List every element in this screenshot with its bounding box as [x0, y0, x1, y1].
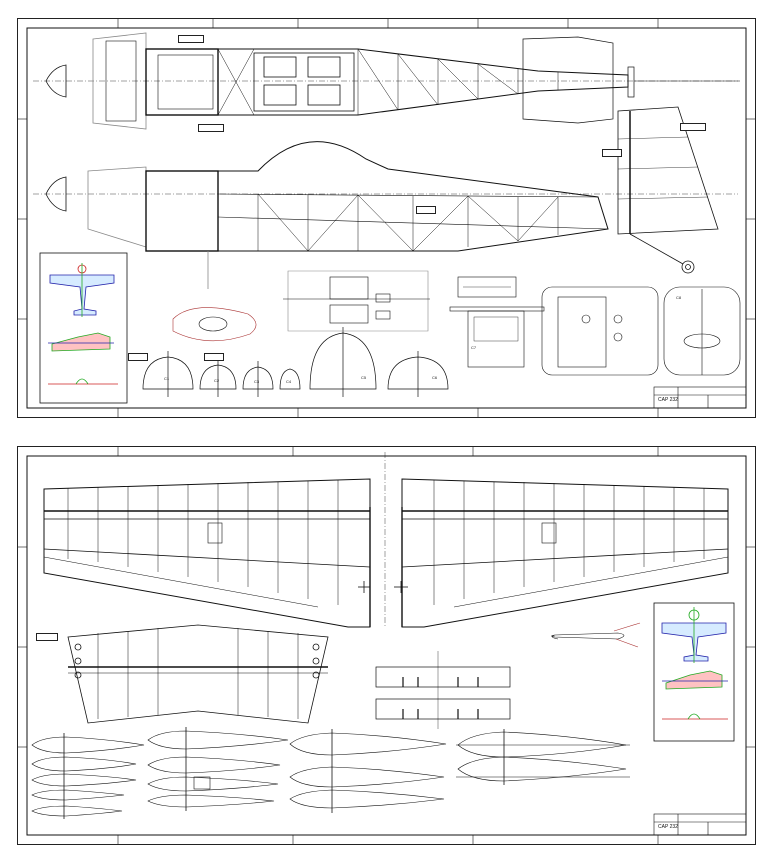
wing-panel-right: [369, 478, 729, 628]
callout-tag: [178, 35, 204, 43]
callout-tag: [198, 124, 224, 132]
callout-tag: [602, 149, 622, 157]
fuselage-side-view: [33, 106, 738, 289]
former-label-c6: C6: [432, 375, 438, 380]
wing-drawing: [18, 447, 755, 844]
former-label-c1: C1: [164, 376, 170, 381]
cowl-plan: [283, 270, 430, 332]
airfoil-ribs: [31, 727, 630, 819]
horizontal-stabilizer: [67, 624, 329, 724]
fuselage-top-view: [33, 32, 740, 130]
former-label-c4: C4: [286, 379, 292, 384]
title-block-code: CAP 232: [658, 397, 678, 403]
callout-tag: [204, 353, 224, 361]
title-block-frame: [653, 813, 747, 836]
wing-fairing: [551, 632, 625, 640]
wing-panel-left: [43, 478, 371, 628]
callout-tag: [128, 353, 148, 361]
callout-tag: [416, 206, 436, 214]
firewall-parts: [449, 276, 741, 376]
aircraft-3-view-inset: [39, 252, 128, 404]
fuselage-drawing: [18, 19, 755, 417]
callout-tag: [36, 633, 58, 641]
wheel-pant: [172, 307, 257, 342]
former-label-c7: C7: [471, 345, 477, 350]
title-block-code: CAP 232: [658, 824, 678, 830]
callout-tag: [680, 123, 706, 131]
aircraft-3-view-inset: [653, 602, 735, 742]
spar-details: [375, 651, 511, 729]
former-label-c2: C2: [214, 378, 220, 383]
former-label-c3: C3: [254, 379, 260, 384]
former-label-c8: C8: [676, 295, 682, 300]
former-label-c5: C5: [361, 375, 367, 380]
wing-drawing-sheet: CAP 232: [17, 446, 756, 845]
fuselage-drawing-sheet: C1 C2 C3 C4 C5 C6 C7 C8 CAP 232: [17, 18, 756, 418]
former-templates: [142, 327, 449, 397]
frame-ticks: [18, 447, 755, 844]
frame-ticks: [18, 19, 755, 417]
title-block-frame: [653, 386, 747, 409]
